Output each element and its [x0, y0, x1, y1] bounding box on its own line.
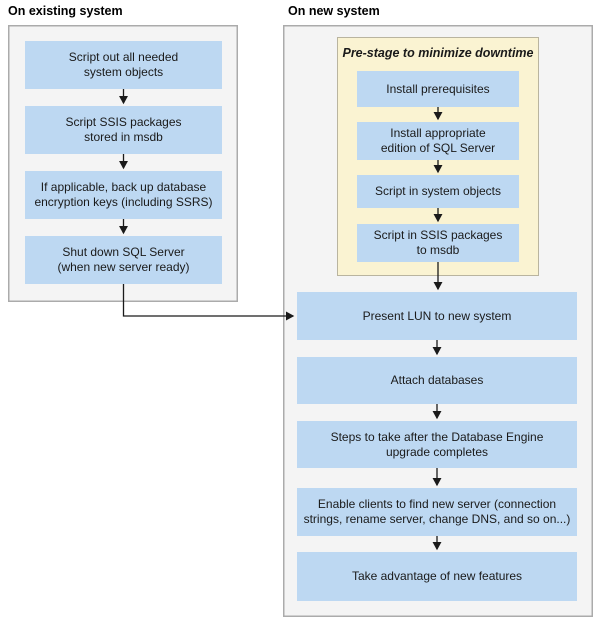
- new-system-panel: Pre-stage to minimize downtime Install p…: [283, 25, 593, 617]
- step-shut-down-sql-server: Shut down SQL Server (when new server re…: [25, 236, 222, 284]
- step-post-upgrade-steps: Steps to take after the Database Engine …: [297, 421, 577, 468]
- step-script-in-ssis-packages: Script in SSIS packages to msdb: [357, 224, 519, 262]
- step-script-ssis-packages: Script SSIS packages stored in msdb: [25, 106, 222, 154]
- step-install-sql-server-edition: Install appropriate edition of SQL Serve…: [357, 122, 519, 160]
- prestage-title: Pre-stage to minimize downtime: [342, 46, 534, 60]
- step-backup-encryption-keys: If applicable, back up database encrypti…: [25, 171, 222, 219]
- step-script-out-system-objects: Script out all needed system objects: [25, 41, 222, 89]
- prestage-group: Pre-stage to minimize downtime Install p…: [337, 37, 539, 276]
- step-take-advantage-new-features: Take advantage of new features: [297, 552, 577, 601]
- step-install-prerequisites: Install prerequisites: [357, 71, 519, 107]
- new-system-heading: On new system: [288, 4, 380, 18]
- existing-system-panel: Script out all needed system objects Scr…: [8, 25, 238, 302]
- step-attach-databases: Attach databases: [297, 357, 577, 404]
- existing-system-heading: On existing system: [8, 4, 123, 18]
- step-script-in-system-objects: Script in system objects: [357, 175, 519, 208]
- step-present-lun: Present LUN to new system: [297, 292, 577, 340]
- step-enable-clients: Enable clients to find new server (conne…: [297, 488, 577, 536]
